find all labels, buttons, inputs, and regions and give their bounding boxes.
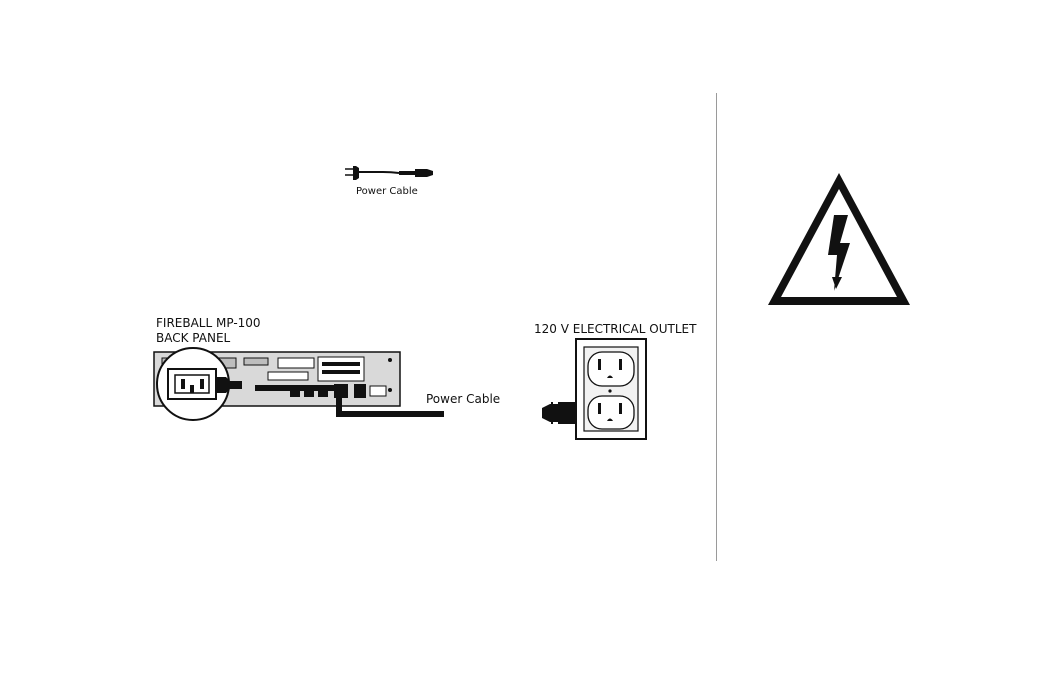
cable-label: Power Cable (426, 392, 500, 406)
outlet-label: 120 V ELECTRICAL OUTLET (534, 322, 696, 336)
vertical-divider (716, 93, 717, 561)
electrical-warning-icon (764, 169, 914, 307)
iec-socket-icon (152, 341, 242, 431)
power-cable-icon (343, 164, 443, 182)
legend-power-cable-label: Power Cable (356, 186, 418, 197)
device-label-line1: FIREBALL MP-100 (156, 316, 261, 330)
electrical-outlet-icon (574, 337, 648, 441)
